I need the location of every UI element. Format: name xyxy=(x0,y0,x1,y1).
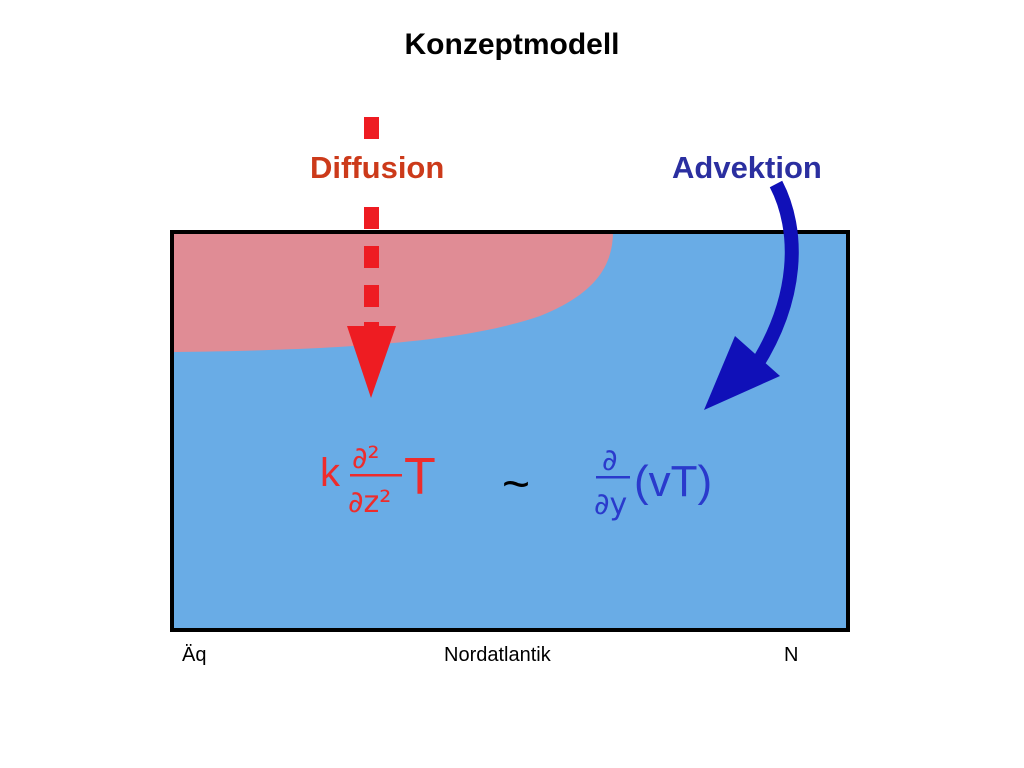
coefficient-k: k xyxy=(320,451,341,495)
diffusion-denominator: ∂z² xyxy=(348,485,391,520)
diffusion-numerator: ∂² xyxy=(352,441,380,476)
advektion-label: Advektion xyxy=(672,150,822,185)
diffusion-label: Diffusion xyxy=(310,150,444,185)
diffusion-term: k ∂² ∂z² T xyxy=(320,441,436,520)
diffusion-fraction-bar xyxy=(350,474,402,477)
temperature-T: T xyxy=(404,448,436,506)
advection-vT: (vT) xyxy=(634,457,712,506)
advection-numerator: ∂ xyxy=(602,443,618,478)
axis-label-equator: Äq xyxy=(182,644,207,666)
page-title: Konzeptmodell xyxy=(404,28,620,61)
axis-label-north: N xyxy=(784,644,799,666)
diffusion-arrow xyxy=(347,117,396,398)
axis-label-region: Nordatlantik xyxy=(444,644,551,666)
advection-denominator: ∂y xyxy=(594,487,627,522)
proportional-tilde: ~ xyxy=(502,458,530,511)
warm-surface-region xyxy=(174,234,613,352)
ocean-box-frame xyxy=(170,230,850,632)
advektion-arrow xyxy=(704,180,799,410)
advection-fraction-bar xyxy=(596,476,630,479)
advection-term: ∂ ∂y (vT) xyxy=(594,443,712,522)
